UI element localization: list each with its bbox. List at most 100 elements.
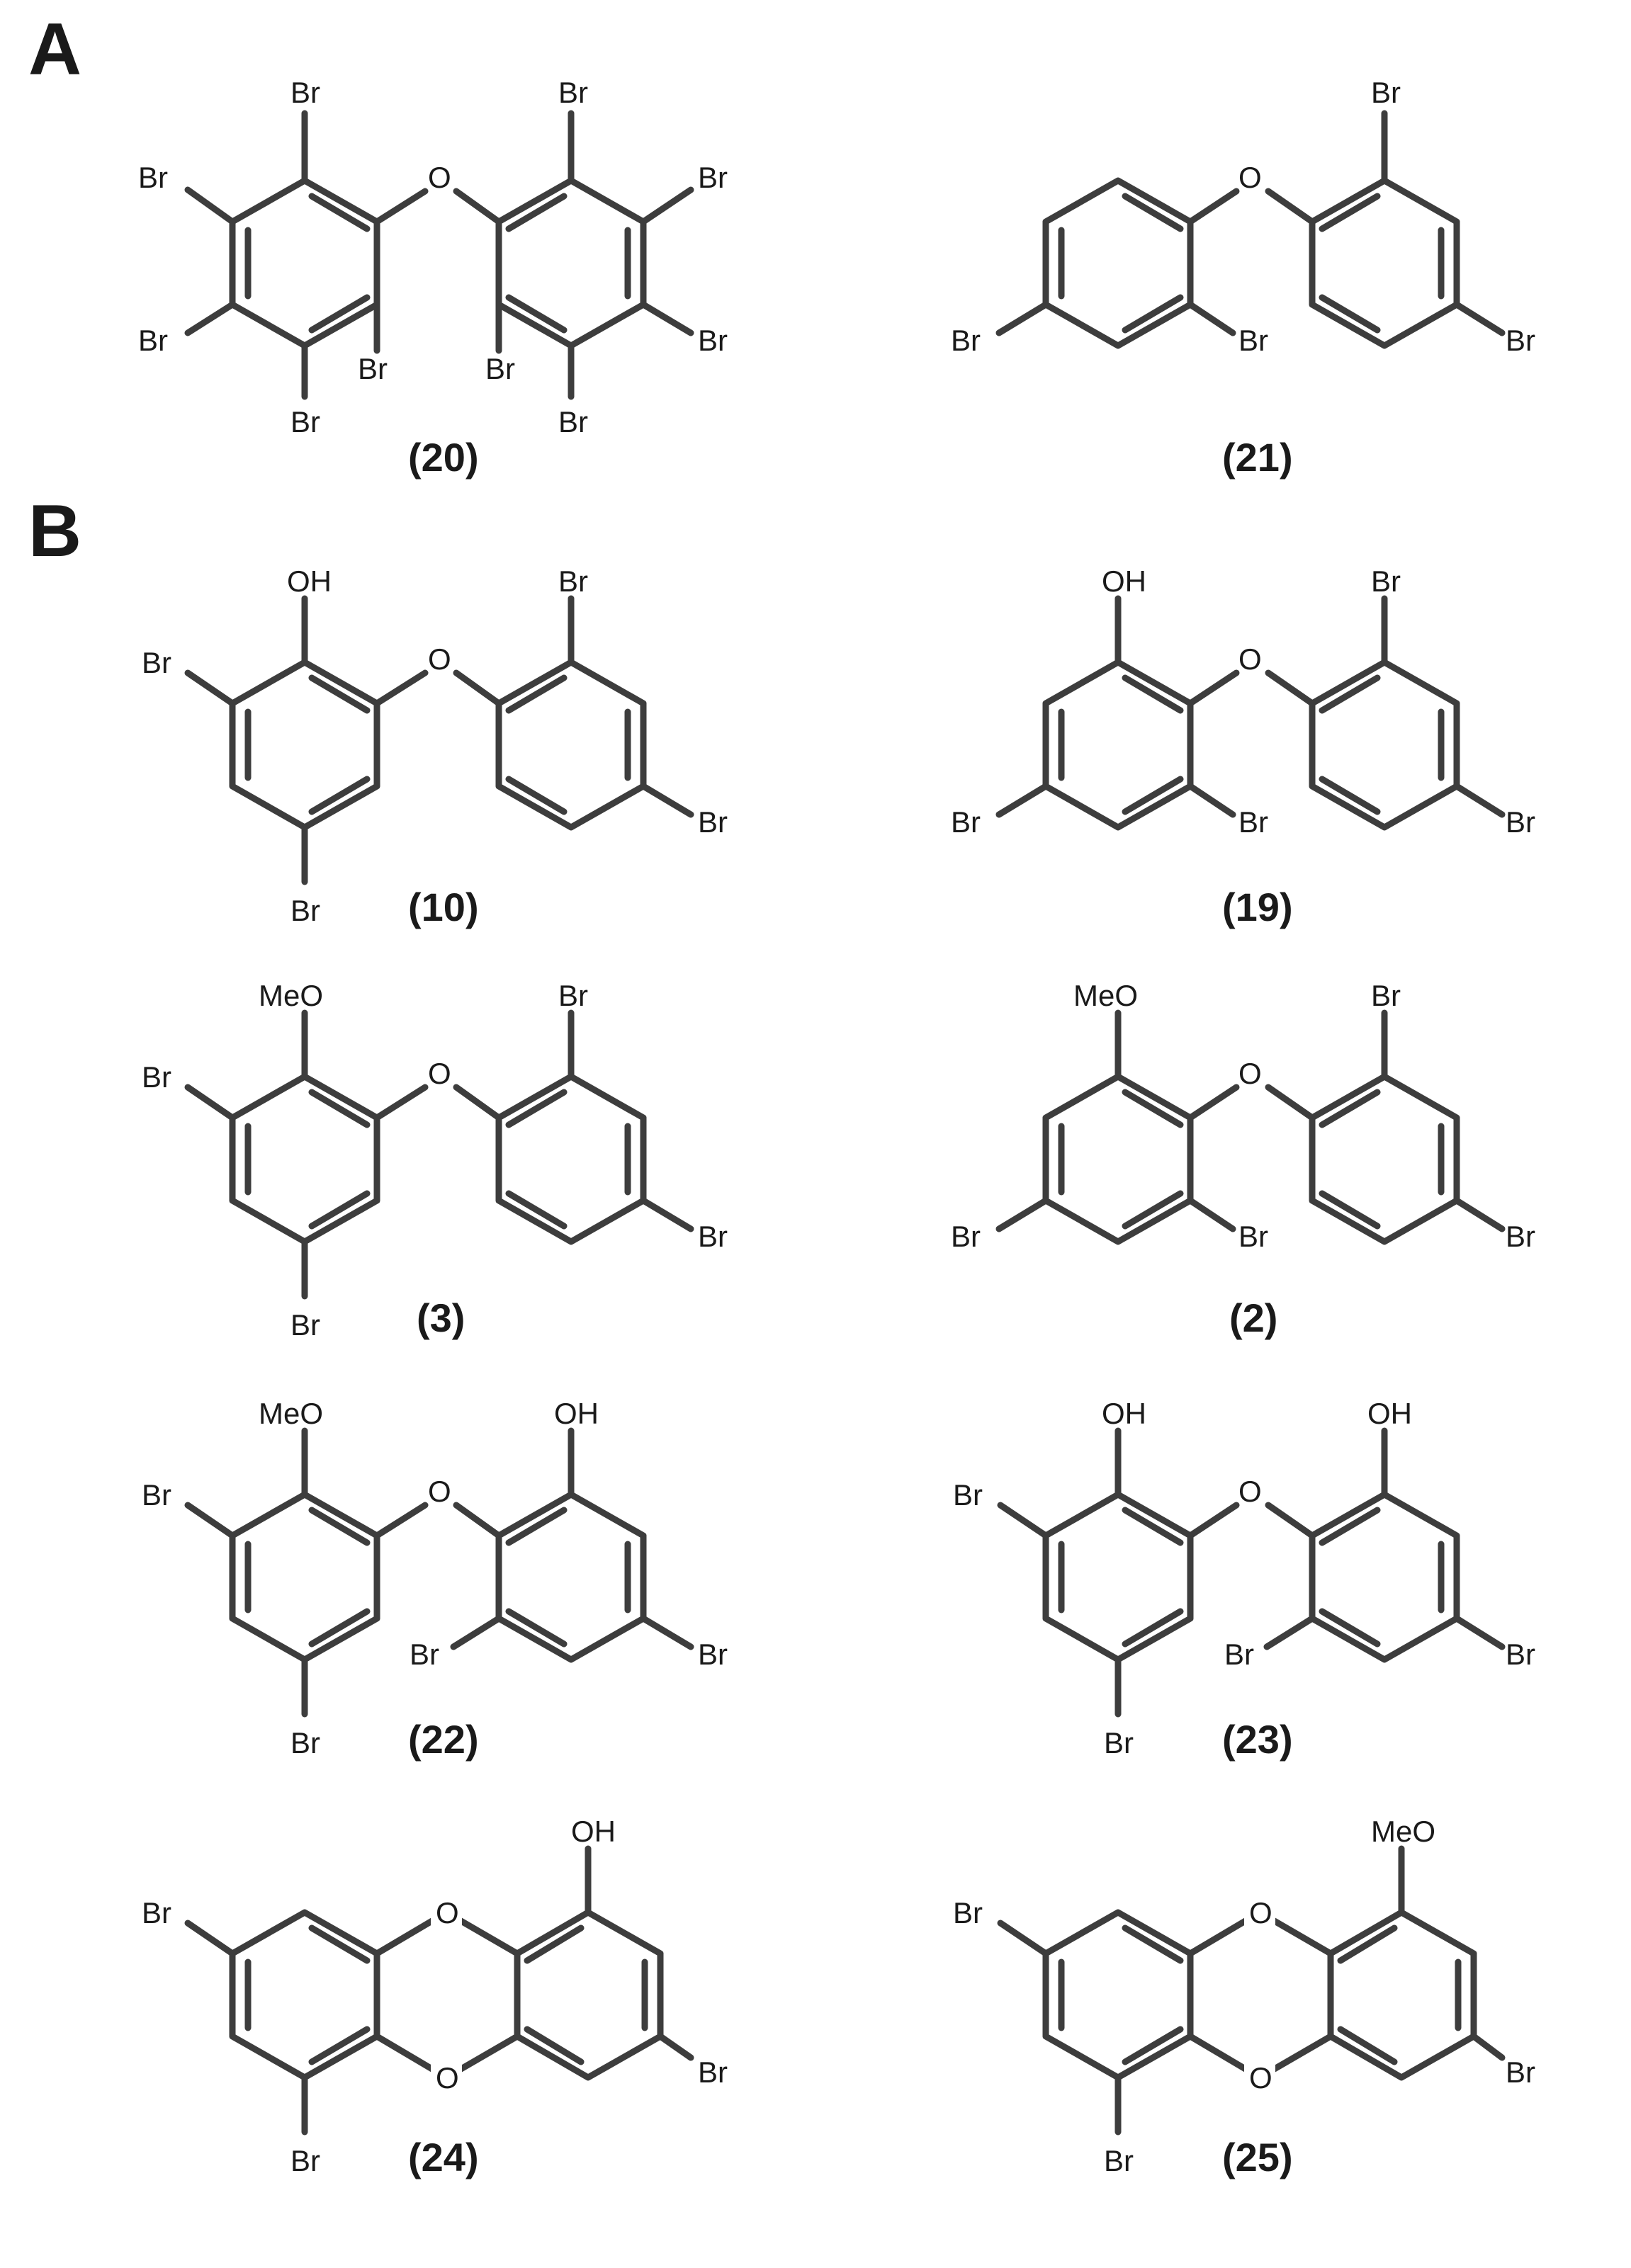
atom-label: Br bbox=[290, 1308, 320, 1342]
ring-center bbox=[1187, 1909, 1334, 2081]
double-bond bbox=[308, 776, 371, 815]
atom-label: Br bbox=[1506, 2056, 1535, 2089]
substituent-bond bbox=[640, 783, 694, 818]
atom-label: OH bbox=[571, 1815, 616, 1848]
substituent-bond bbox=[1263, 1615, 1316, 1650]
compound-19: OH Br Br O Br Br (19) bbox=[951, 565, 1535, 929]
atom-label: Br bbox=[558, 979, 588, 1012]
compound-number: (3) bbox=[417, 1295, 465, 1340]
double-bond bbox=[1337, 1924, 1398, 1964]
ether-bond bbox=[453, 669, 502, 707]
substituent-bond bbox=[450, 1615, 502, 1650]
double-bond bbox=[1319, 1190, 1381, 1230]
atom-label: MeO bbox=[259, 979, 323, 1012]
atom-label: Br bbox=[290, 894, 320, 927]
compound-22: MeO Br Br O OH Br Br (22) bbox=[142, 1397, 728, 1762]
compound-number: (22) bbox=[408, 1717, 479, 1762]
double-bond bbox=[1122, 1089, 1184, 1128]
ring-left bbox=[229, 1491, 380, 1663]
compound-23: OH Br Br O OH Br Br (23) bbox=[953, 1397, 1535, 1762]
atom-label: Br bbox=[1506, 1638, 1535, 1671]
substituent-bond bbox=[995, 301, 1049, 336]
double-bond bbox=[308, 1608, 371, 1648]
ether-bond bbox=[453, 1502, 502, 1539]
double-bond bbox=[1122, 674, 1184, 714]
atom-label: Br bbox=[142, 646, 171, 679]
atom-label: O bbox=[436, 1896, 459, 1929]
ether-bond bbox=[1265, 669, 1316, 707]
substituent-bond bbox=[1187, 783, 1236, 818]
atom-label: O bbox=[1238, 642, 1262, 676]
atom-label: Br bbox=[485, 352, 515, 385]
substituent-bond bbox=[997, 1502, 1049, 1539]
ether-bond bbox=[373, 669, 429, 707]
double-bond bbox=[1319, 193, 1381, 232]
double-bond bbox=[1319, 1608, 1381, 1648]
atom-label: Br bbox=[953, 1478, 983, 1512]
substituent-bond bbox=[657, 2033, 694, 2061]
ring-left bbox=[1042, 177, 1194, 349]
atom-label: MeO bbox=[1371, 1815, 1435, 1848]
double-bond bbox=[1319, 776, 1381, 815]
atom-label: O bbox=[428, 642, 451, 676]
compound-number: (10) bbox=[408, 885, 479, 929]
ring-left bbox=[1042, 1491, 1194, 1663]
ring-right bbox=[495, 1491, 647, 1663]
compound-number: (25) bbox=[1222, 2135, 1293, 2179]
atom-label: Br bbox=[138, 161, 168, 194]
atom-label: Br bbox=[1506, 805, 1535, 839]
ether-bond bbox=[1265, 1084, 1316, 1121]
double-bond bbox=[1319, 1507, 1381, 1546]
oxygen-mask bbox=[431, 1894, 462, 1931]
ring-left bbox=[229, 1073, 380, 1245]
double-bond bbox=[1122, 2026, 1184, 2065]
ring-left bbox=[1042, 1073, 1194, 1245]
atom-label: Br bbox=[142, 1896, 171, 1929]
double-bond bbox=[1122, 776, 1184, 815]
atom-label: OH bbox=[554, 1397, 599, 1430]
atom-label: Br bbox=[1238, 1220, 1268, 1253]
atom-label: Br bbox=[358, 352, 388, 385]
double-bond bbox=[1122, 193, 1184, 232]
substituent-bond bbox=[1187, 301, 1236, 336]
atom-label: O bbox=[1249, 1896, 1272, 1929]
substituent-bond bbox=[1187, 1197, 1236, 1232]
ring-left bbox=[1042, 1909, 1194, 2081]
ring-right bbox=[495, 659, 647, 831]
double-bond bbox=[1122, 1924, 1184, 1964]
compound-number: (19) bbox=[1222, 885, 1293, 929]
ether-bond bbox=[1265, 1502, 1316, 1539]
atom-label: Br bbox=[410, 1638, 439, 1671]
ether-bond bbox=[1187, 669, 1240, 707]
compound-number: (21) bbox=[1222, 435, 1293, 480]
oxygen-mask bbox=[1244, 1894, 1275, 1931]
ether-bond bbox=[373, 188, 429, 225]
double-bond bbox=[505, 674, 568, 714]
ring-left bbox=[229, 1909, 380, 2081]
double-bond bbox=[308, 193, 371, 232]
atom-label: Br bbox=[698, 324, 728, 357]
ether-bond bbox=[1187, 188, 1240, 225]
double-bond bbox=[308, 1190, 371, 1230]
compound-3: MeO Br Br O Br Br (3) bbox=[142, 979, 728, 1342]
ether-bond bbox=[1187, 1502, 1240, 1539]
double-bond bbox=[505, 1190, 568, 1230]
double-bond bbox=[1319, 294, 1381, 334]
double-bond bbox=[505, 776, 568, 815]
atom-label: Br bbox=[1238, 324, 1268, 357]
atom-label: O bbox=[428, 161, 451, 194]
atom-label: Br bbox=[1238, 805, 1268, 839]
double-bond bbox=[1337, 2026, 1398, 2065]
double-bond bbox=[308, 294, 371, 334]
double-bond bbox=[1319, 674, 1381, 714]
atom-label: Br bbox=[558, 76, 588, 109]
ether-bond bbox=[1265, 188, 1316, 225]
panel-label-b: B bbox=[28, 490, 81, 572]
compound-number: (24) bbox=[408, 2135, 479, 2179]
ether-bond bbox=[453, 188, 502, 225]
substituent-bond bbox=[1453, 1197, 1506, 1232]
atom-label: O bbox=[436, 2061, 459, 2094]
substituent-bond bbox=[184, 669, 236, 707]
atom-label: O bbox=[428, 1057, 451, 1090]
